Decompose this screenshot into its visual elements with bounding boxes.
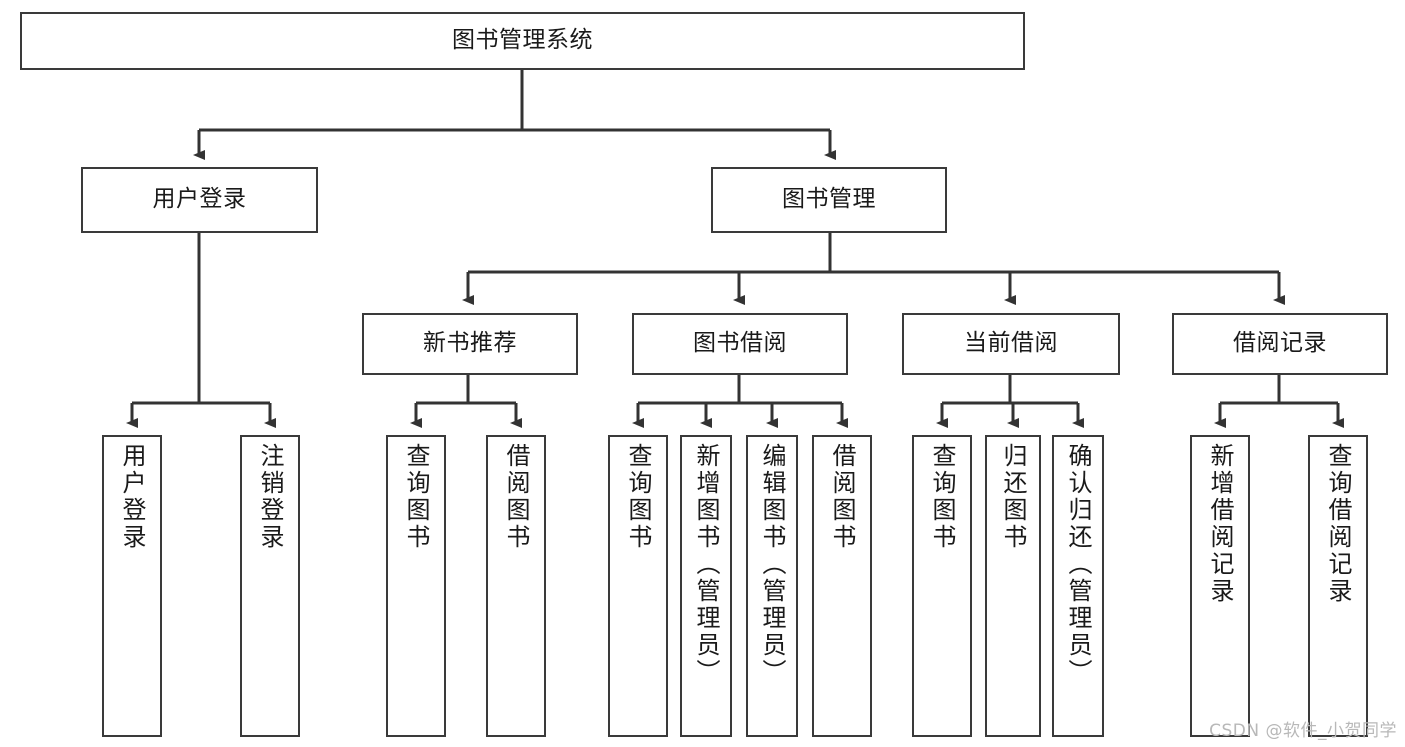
node-leaf-query-book-current[interactable]: 查询图书: [912, 435, 972, 737]
node-borrow-record[interactable]: 借阅记录: [1172, 313, 1388, 375]
node-label: 归还图书: [999, 443, 1027, 551]
node-label: 查询图书: [928, 443, 956, 551]
new-book-recommend-to-leaves-connectors: [410, 375, 522, 428]
node-label: 图书管理系统: [452, 27, 593, 54]
node-leaf-borrow-book[interactable]: 借阅图书: [812, 435, 872, 737]
node-label: 查询借阅记录: [1324, 443, 1352, 605]
book-borrow-to-leaves-connectors: [632, 375, 848, 428]
node-label: 用户登录: [118, 443, 146, 551]
node-label: 新书推荐: [423, 330, 517, 357]
node-label: 确认归还（管理员）: [1064, 443, 1092, 686]
node-leaf-add-borrow-record[interactable]: 新增借阅记录: [1190, 435, 1250, 737]
node-leaf-edit-book-admin[interactable]: 编辑图书（管理员）: [746, 435, 798, 737]
node-label: 图书借阅: [693, 330, 787, 357]
node-label: 图书管理: [782, 186, 876, 213]
node-label: 编辑图书（管理员）: [758, 443, 786, 686]
node-leaf-confirm-return-admin[interactable]: 确认归还（管理员）: [1052, 435, 1104, 737]
node-leaf-user-login[interactable]: 用户登录: [102, 435, 162, 737]
node-label: 借阅记录: [1233, 330, 1327, 357]
node-label: 借阅图书: [828, 443, 856, 551]
node-root-book-management-system[interactable]: 图书管理系统: [20, 12, 1025, 70]
node-label: 借阅图书: [502, 443, 530, 551]
node-label: 查询图书: [624, 443, 652, 551]
node-leaf-query-borrow-record[interactable]: 查询借阅记录: [1308, 435, 1368, 737]
node-leaf-query-book-recommend[interactable]: 查询图书: [386, 435, 446, 737]
node-book-borrow[interactable]: 图书借阅: [632, 313, 848, 375]
node-label: 查询图书: [402, 443, 430, 551]
node-new-book-recommend[interactable]: 新书推荐: [362, 313, 578, 375]
csdn-watermark: CSDN @软件_小贺同学: [1209, 721, 1397, 741]
node-leaf-add-book-admin[interactable]: 新增图书（管理员）: [680, 435, 732, 737]
node-current-borrow[interactable]: 当前借阅: [902, 313, 1120, 375]
node-label: 当前借阅: [964, 330, 1058, 357]
node-label: 新增图书（管理员）: [692, 443, 720, 686]
node-user-login[interactable]: 用户登录: [81, 167, 318, 233]
book-management-to-level2-connectors: [462, 233, 1285, 305]
node-leaf-query-book-borrow[interactable]: 查询图书: [608, 435, 668, 737]
node-leaf-user-logout[interactable]: 注销登录: [240, 435, 300, 737]
node-label: 新增借阅记录: [1206, 443, 1234, 605]
node-leaf-borrow-book-recommend[interactable]: 借阅图书: [486, 435, 546, 737]
root-to-level1-connectors: [193, 70, 836, 160]
borrow-record-to-leaves-connectors: [1214, 375, 1344, 428]
node-label: 用户登录: [152, 186, 247, 213]
current-borrow-to-leaves-connectors: [936, 375, 1084, 428]
user-login-to-leaves-connectors: [126, 233, 276, 428]
node-label: 注销登录: [256, 443, 284, 551]
node-leaf-return-book[interactable]: 归还图书: [985, 435, 1041, 737]
node-book-management[interactable]: 图书管理: [711, 167, 947, 233]
